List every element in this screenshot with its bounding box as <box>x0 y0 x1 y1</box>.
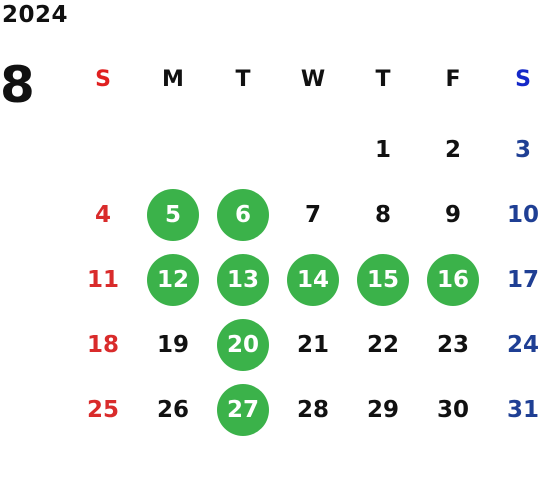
day-22[interactable]: 22 <box>366 332 399 358</box>
day-24[interactable]: 24 <box>506 332 539 358</box>
day-25[interactable]: 25 <box>86 397 119 423</box>
weekday-header-thu: T <box>375 67 391 92</box>
weekday-header-fri: F <box>445 67 461 92</box>
day-8[interactable]: 8 <box>374 202 391 228</box>
day-17[interactable]: 17 <box>506 267 539 293</box>
day-30[interactable]: 30 <box>436 397 469 423</box>
day-21[interactable]: 21 <box>296 332 329 358</box>
weekday-header-sun: S <box>95 67 111 92</box>
day-4[interactable]: 4 <box>94 202 111 228</box>
day-20[interactable]: 20 <box>217 319 269 371</box>
day-5[interactable]: 5 <box>147 189 199 241</box>
day-31[interactable]: 31 <box>506 397 539 423</box>
weekday-header-sat: S <box>515 67 531 92</box>
day-1[interactable]: 1 <box>374 137 391 163</box>
weekday-header-mon: M <box>162 67 184 92</box>
day-19[interactable]: 19 <box>156 332 189 358</box>
day-14[interactable]: 14 <box>287 254 339 306</box>
day-18[interactable]: 18 <box>86 332 119 358</box>
day-27[interactable]: 27 <box>217 384 269 436</box>
day-12[interactable]: 12 <box>147 254 199 306</box>
day-15[interactable]: 15 <box>357 254 409 306</box>
day-23[interactable]: 23 <box>436 332 469 358</box>
day-6[interactable]: 6 <box>217 189 269 241</box>
day-7[interactable]: 7 <box>304 202 321 228</box>
day-26[interactable]: 26 <box>156 397 189 423</box>
day-28[interactable]: 28 <box>296 397 329 423</box>
day-16[interactable]: 16 <box>427 254 479 306</box>
day-29[interactable]: 29 <box>366 397 399 423</box>
weekday-header-wed: W <box>300 67 326 92</box>
day-11[interactable]: 11 <box>86 267 119 293</box>
day-2[interactable]: 2 <box>444 137 461 163</box>
day-10[interactable]: 10 <box>506 202 539 228</box>
day-3[interactable]: 3 <box>514 137 531 163</box>
day-13[interactable]: 13 <box>217 254 269 306</box>
month-number: 8 <box>0 56 35 114</box>
day-9[interactable]: 9 <box>444 202 461 228</box>
weekday-header-tue: T <box>235 67 251 92</box>
year-label: 2024 <box>2 2 69 28</box>
